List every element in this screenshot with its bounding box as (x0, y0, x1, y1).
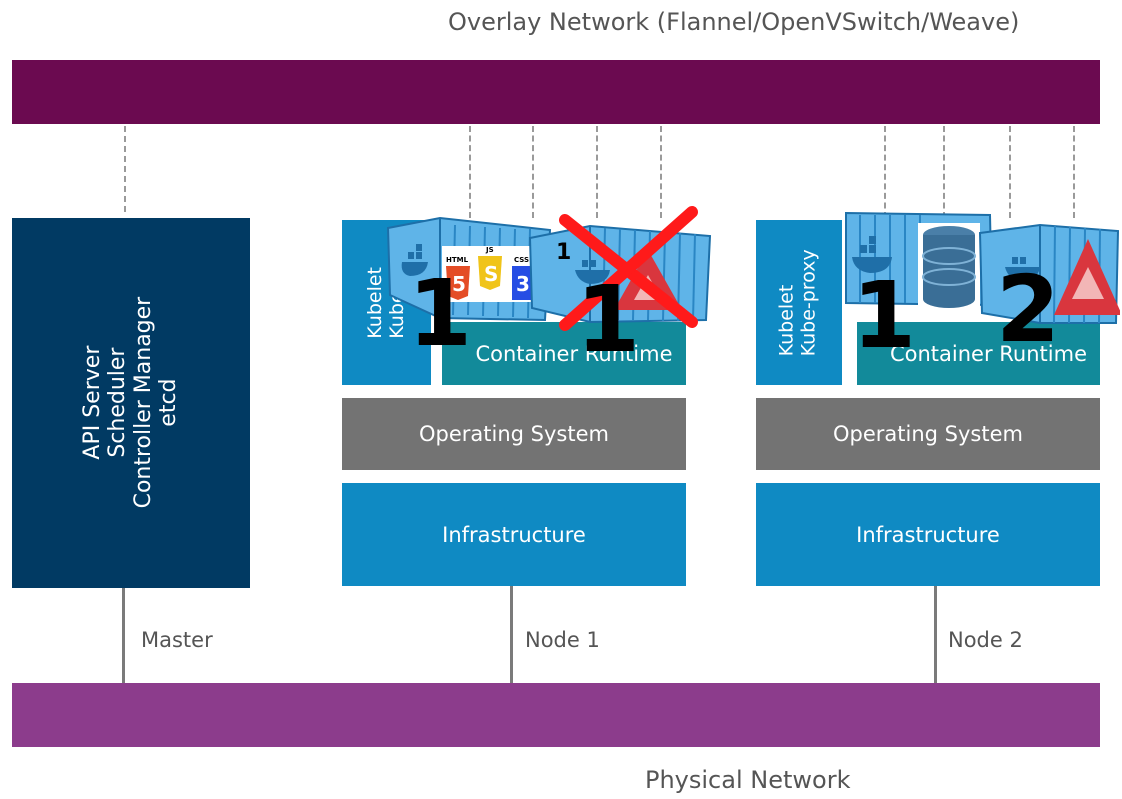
pod-count: 2 (996, 256, 1061, 363)
overlay-connector (532, 126, 534, 218)
master-component: API Server (80, 346, 106, 460)
svg-text:3: 3 (516, 272, 530, 296)
svg-text:HTML: HTML (446, 256, 469, 264)
overlay-connector (124, 126, 126, 212)
node1-label: Node 1 (525, 628, 600, 652)
overlay-connector (596, 126, 598, 218)
css3-icon: CSS 3 (512, 256, 534, 300)
overlay-connector (1009, 126, 1011, 218)
javascript-icon: JS S (478, 246, 502, 290)
svg-text:CSS: CSS (514, 256, 529, 264)
master-component: etcd (156, 378, 182, 428)
node1-connector (510, 586, 513, 684)
overlay-connector (660, 126, 662, 218)
node1-containers: HTML 5 JS S CSS 3 (386, 206, 712, 331)
master-component: Scheduler (105, 347, 131, 459)
node1-operating-system: Operating System (342, 398, 686, 470)
kube-proxy-label: Kube-proxy (798, 248, 820, 357)
node1-container-runtime: Container Runtime (442, 322, 686, 385)
overlay-connector (884, 126, 886, 218)
failed-container-cross-icon (559, 206, 698, 331)
svg-text:JS: JS (485, 246, 494, 254)
node2-containers (845, 211, 1120, 324)
node2-infrastructure: Infrastructure (756, 483, 1100, 586)
pod-count: 1 (852, 262, 917, 369)
kubelet-label: Kubelet (776, 284, 799, 357)
node2-label: Node 2 (948, 628, 1023, 652)
svg-text:S: S (484, 262, 498, 286)
physical-network-bar (12, 683, 1100, 747)
overlay-connector (943, 126, 945, 218)
pod-count-small: 1 (556, 240, 572, 265)
html5-icon: HTML 5 (446, 256, 470, 300)
overlay-connector (1073, 126, 1075, 218)
pod-count: 1 (408, 260, 473, 367)
overlay-network-label: Overlay Network (Flannel/OpenVSwitch/Wea… (448, 8, 1020, 36)
pod-count: 1 (576, 266, 641, 373)
node2-operating-system: Operating System (756, 398, 1100, 470)
database-icon (918, 223, 980, 313)
master-connector (122, 588, 125, 684)
red-triangle-logo-icon (1054, 239, 1120, 315)
node1-infrastructure: Infrastructure (342, 483, 686, 586)
node2-kube-box: Kubelet Kube-proxy (756, 220, 842, 385)
svg-text:5: 5 (452, 272, 466, 296)
master-box: API Server Scheduler Controller Manager … (12, 218, 250, 588)
master-label: Master (141, 628, 213, 652)
master-component: Controller Manager (131, 297, 156, 509)
node2-connector (934, 586, 937, 684)
overlay-connector (469, 126, 471, 218)
physical-network-label: Physical Network (645, 766, 851, 794)
overlay-network-bar (12, 60, 1100, 124)
node2-container-runtime: Container Runtime (857, 322, 1100, 385)
